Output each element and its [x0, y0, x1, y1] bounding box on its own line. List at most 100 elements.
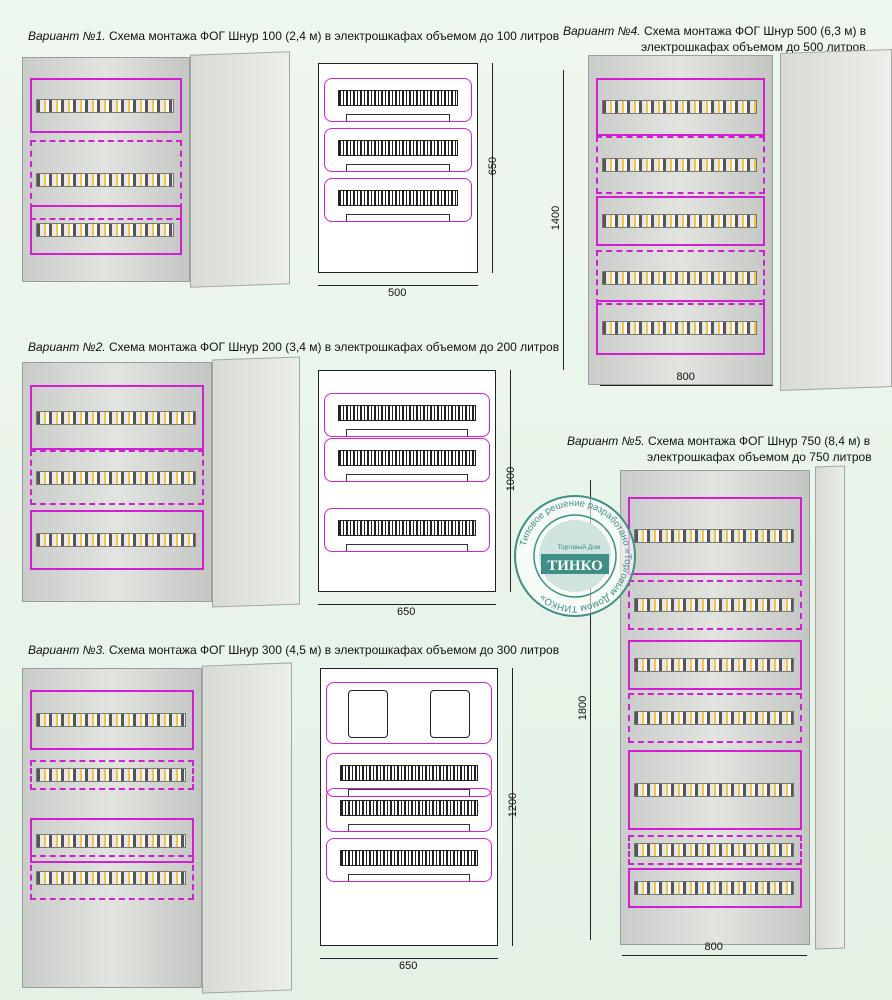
height-dimension-label: 1200: [507, 792, 519, 818]
svg-text:ТИНКО: ТИНКО: [547, 558, 603, 574]
fog-cable-route: [326, 838, 492, 882]
height-dimension-label: 1400: [550, 205, 562, 231]
variant-label: Вариант №2.: [28, 340, 106, 354]
variant-3-title: Вариант №3. Схема монтажа ФОГ Шнур 300 (…: [28, 642, 559, 658]
terminal-row: [338, 190, 458, 206]
terminal-row: [338, 405, 476, 421]
fog-cable-route: [628, 750, 802, 830]
variant-4-title: Вариант №4. Схема монтажа ФОГ Шнур 500 (…: [563, 23, 866, 55]
fog-cable-route: [628, 497, 802, 575]
din-rail: [634, 598, 794, 612]
width-dimension-line: [622, 955, 807, 956]
height-dimension-label: 1800: [577, 695, 589, 721]
cabinet-photo-1: [22, 57, 190, 282]
variant-text: Схема монтажа ФОГ Шнур 100 (2,4 м) в эле…: [105, 29, 560, 43]
cabinet-door-4: [780, 49, 892, 391]
fog-cable-route: [30, 855, 194, 900]
din-rail: [634, 881, 794, 895]
din-rail: [602, 158, 757, 172]
terminal-row: [338, 90, 458, 106]
variant-text-2: электрошкафах объемом до 750 литров: [647, 450, 872, 464]
fog-cable-route: [628, 835, 802, 865]
width-dimension-label: 500: [388, 287, 407, 299]
height-dimension-line: [492, 63, 493, 273]
width-dimension-label: 800: [704, 941, 723, 953]
cabinet-photo-5: [620, 470, 810, 945]
fog-cable-route: [324, 128, 472, 172]
din-rail: [36, 833, 186, 848]
fog-cable-route: [628, 693, 802, 743]
variant-2-title: Вариант №2. Схема монтажа ФОГ Шнур 200 (…: [28, 339, 559, 355]
svg-text:Торговый Дом: Торговый Дом: [558, 543, 601, 551]
width-dimension-line: [320, 958, 498, 959]
fog-cable-route: [30, 140, 182, 220]
variant-text-2: электрошкафах объемом до 500 литров: [641, 40, 866, 54]
variant-label: Вариант №4.: [563, 24, 641, 38]
fog-cable-route: [30, 818, 194, 863]
width-dimension-line: [600, 385, 773, 386]
height-dimension-line: [563, 70, 564, 370]
variant-text: Схема монтажа ФОГ Шнур 300 (4,5 м) в эле…: [105, 643, 560, 657]
fog-cable-route: [596, 300, 765, 355]
variant-text: Схема монтажа ФОГ Шнур 750 (8,4 м) в: [644, 434, 871, 448]
fog-cable-route: [596, 78, 765, 136]
fog-cable-route: [324, 178, 472, 222]
fog-cable-route: [30, 78, 182, 133]
fog-cable-route: [30, 760, 194, 790]
variant-label: Вариант №1.: [28, 29, 106, 43]
fog-cable-route: [326, 682, 492, 744]
fog-cable-route: [324, 438, 490, 482]
fog-cable-route: [30, 510, 204, 570]
variant-5-title: Вариант №5. Схема монтажа ФОГ Шнур 750 (…: [567, 433, 872, 465]
variant-text: Схема монтажа ФОГ Шнур 200 (3,4 м) в эле…: [105, 340, 560, 354]
din-rail: [602, 214, 757, 228]
height-dimension-line: [510, 370, 511, 592]
fog-cable-route: [596, 196, 765, 246]
terminal-row: [340, 765, 478, 781]
fog-cable-route: [30, 690, 194, 750]
terminal-row: [338, 140, 458, 156]
cabinet-door-2: [212, 356, 300, 608]
energy-meter: [430, 690, 470, 738]
cabinet-door-1: [190, 51, 290, 288]
terminal-row: [340, 800, 478, 816]
fog-cable-route: [324, 393, 490, 437]
din-rail: [36, 870, 186, 885]
fog-cable-route: [326, 753, 492, 797]
terminal-row: [338, 450, 476, 466]
din-rail: [36, 173, 174, 187]
din-rail: [634, 783, 794, 797]
variant-label: Вариант №5.: [567, 434, 645, 448]
width-dimension-label: 800: [676, 371, 695, 383]
height-dimension-line: [590, 480, 591, 940]
width-dimension-label: 650: [397, 606, 416, 618]
cabinet-door-5: [815, 465, 845, 950]
din-rail: [36, 98, 174, 113]
fog-cable-route: [628, 868, 802, 908]
fog-cable-route: [324, 508, 490, 552]
variant-1-title: Вариант №1. Схема монтажа ФОГ Шнур 100 (…: [28, 28, 559, 44]
fog-cable-route: [596, 136, 765, 194]
cabinet-door-3: [202, 662, 292, 994]
height-dimension-label: 650: [487, 156, 499, 176]
terminal-row: [338, 520, 476, 536]
din-rail: [634, 529, 794, 543]
din-rail: [602, 270, 757, 285]
fog-cable-route: [30, 205, 182, 255]
fog-cable-route: [30, 450, 204, 505]
din-rail: [634, 658, 794, 672]
din-rail: [36, 713, 186, 727]
din-rail: [36, 223, 174, 237]
variant-label: Вариант №3.: [28, 643, 106, 657]
width-dimension-line: [318, 604, 496, 605]
din-rail: [36, 533, 196, 547]
energy-meter: [348, 690, 388, 738]
din-rail: [36, 410, 196, 425]
terminal-row: [340, 850, 478, 866]
fog-cable-route: [326, 788, 492, 832]
din-rail: [634, 711, 794, 725]
width-dimension-label: 650: [399, 960, 418, 972]
din-rail: [36, 768, 186, 782]
fog-cable-route: [30, 385, 204, 450]
height-dimension-line: [512, 668, 513, 946]
